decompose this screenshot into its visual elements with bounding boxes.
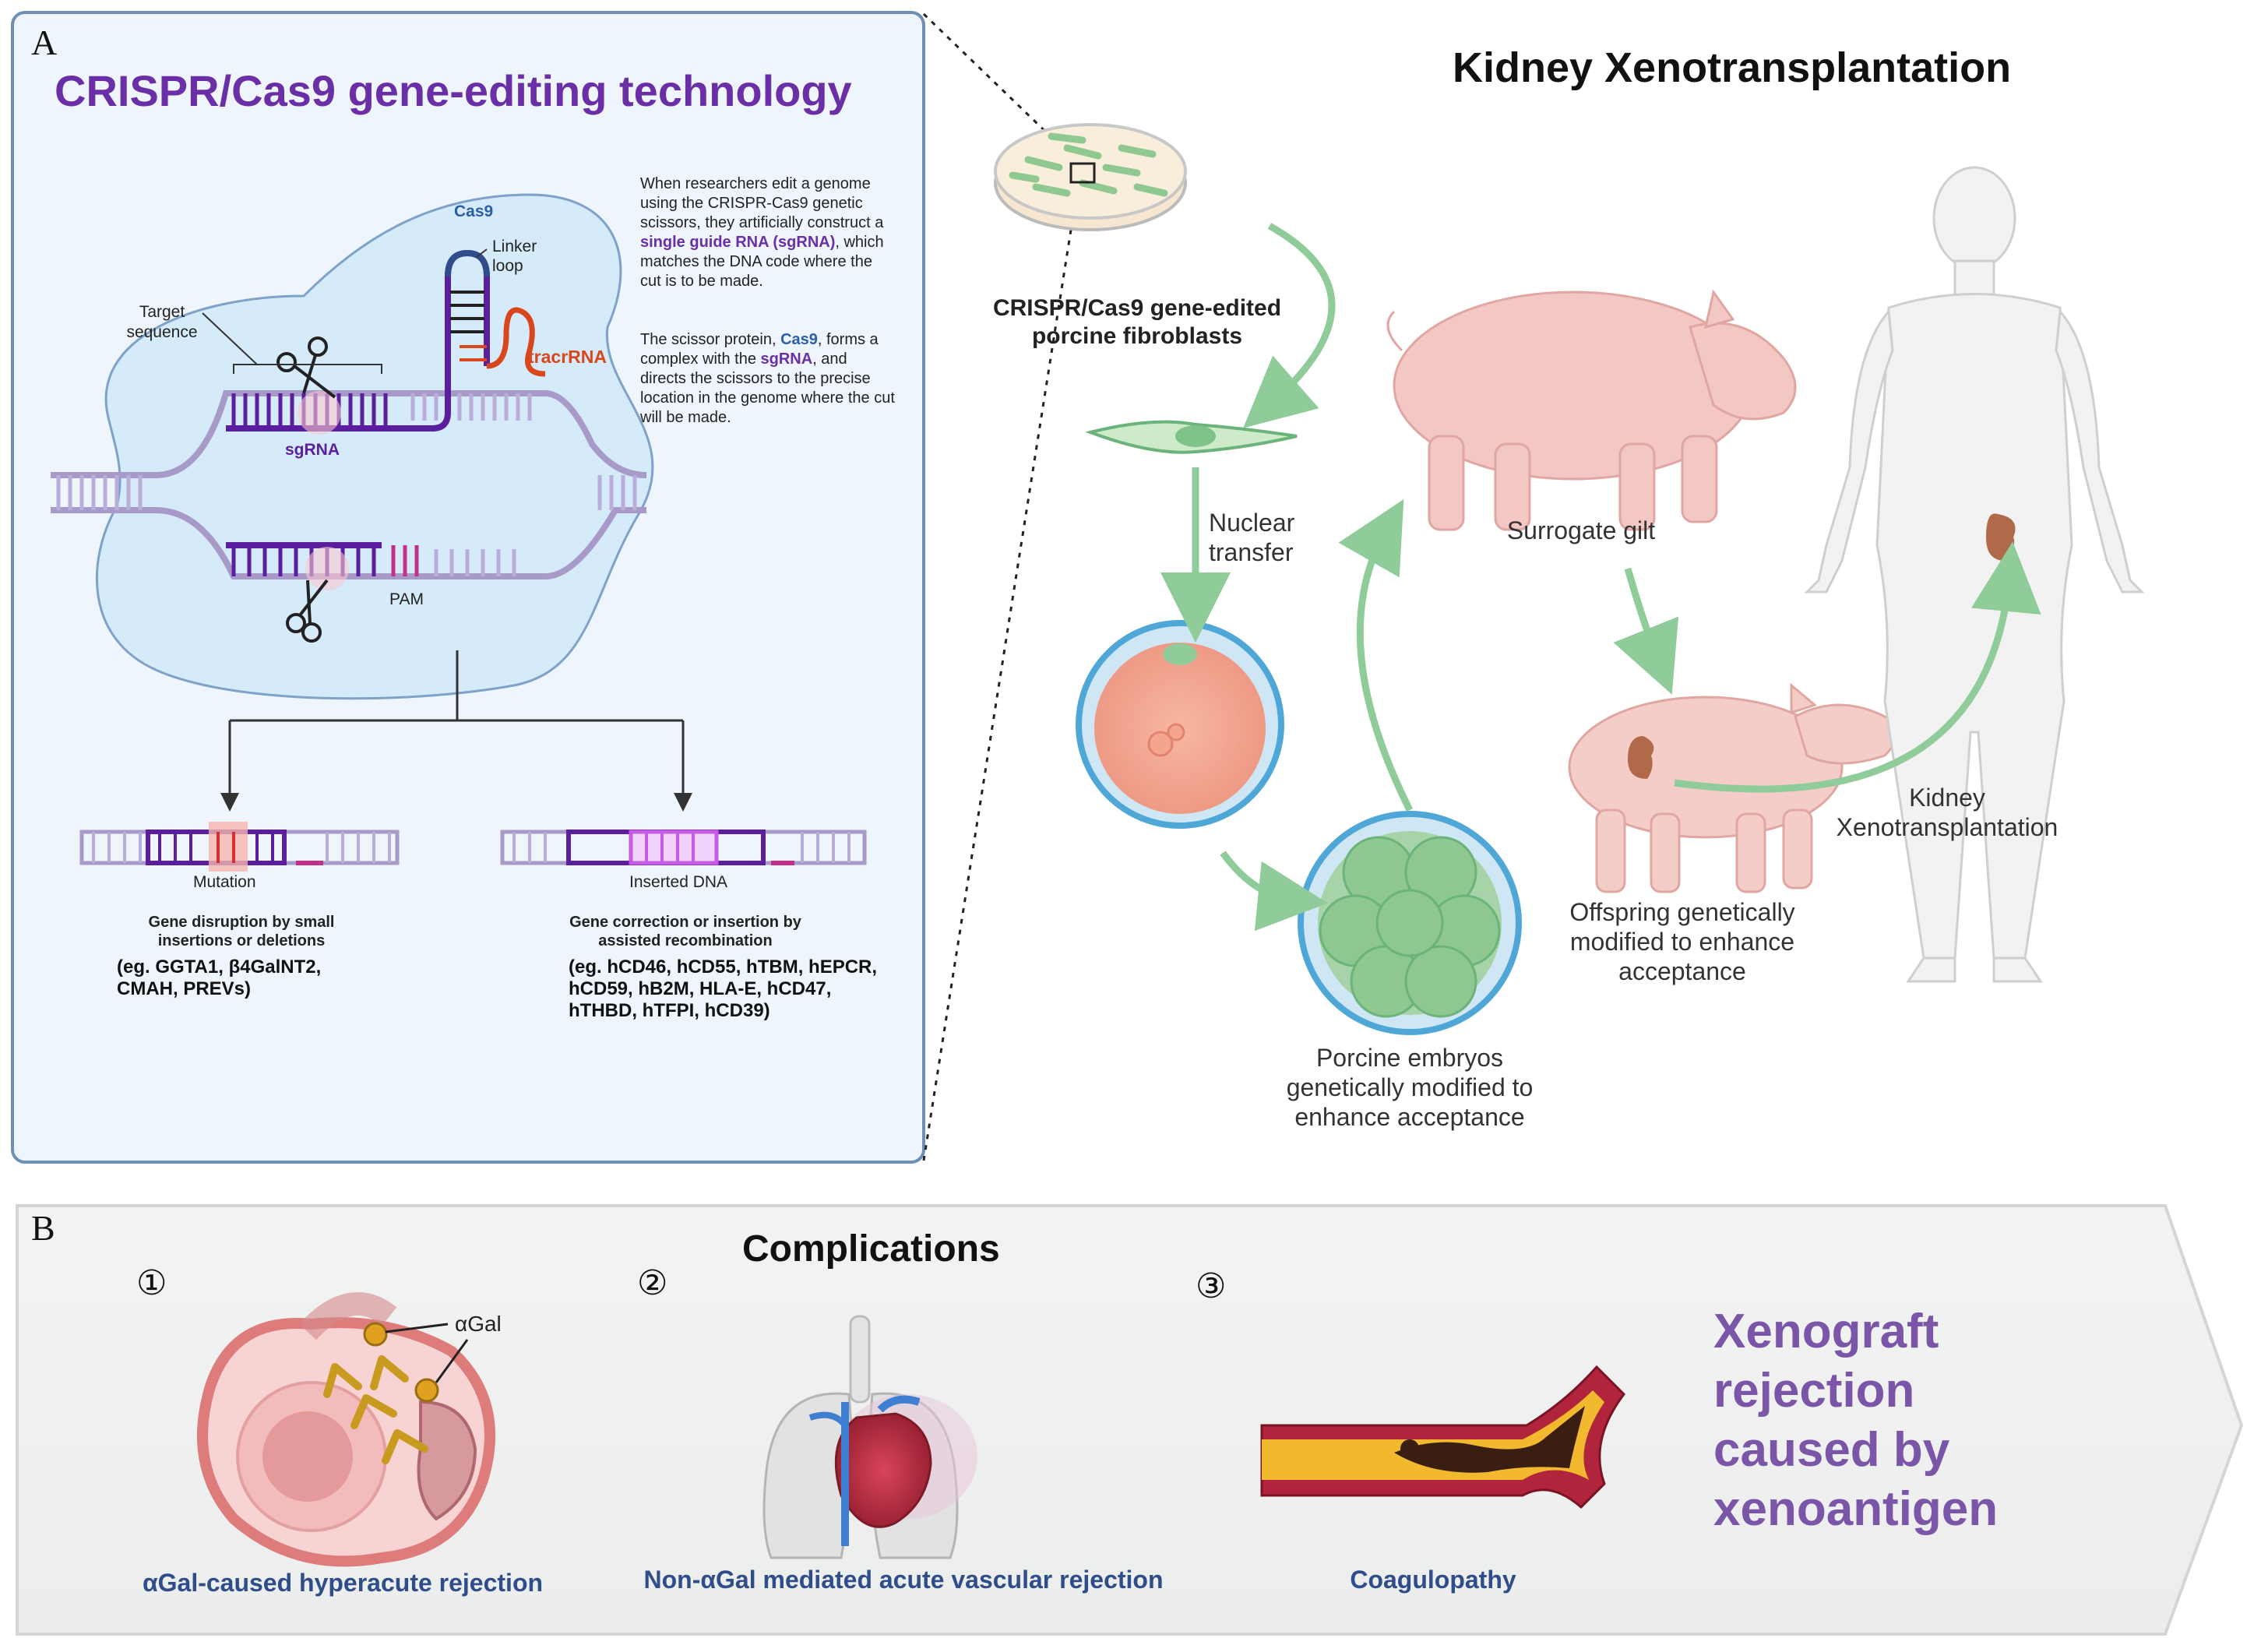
conclusion-line-3: caused by xyxy=(1713,1423,1950,1477)
gene-correction-title: Gene correction or insertion by assisted… xyxy=(569,914,801,949)
agal-label: αGal xyxy=(455,1312,502,1336)
crispr-title: CRISPR/Cas9 gene-editing technology xyxy=(55,66,852,115)
piglet-kidney-icon xyxy=(1628,736,1654,779)
complication-number-2: ② xyxy=(637,1263,668,1303)
complication-label-3: Coagulopathy xyxy=(1350,1566,1516,1594)
kidney-xeno-title: Kidney Xenotransplantation xyxy=(1453,44,2012,91)
conclusion-text: Xenograft rejection caused by xenoantige… xyxy=(1713,1302,1998,1539)
target-bracket xyxy=(202,312,382,374)
surrogate-pig xyxy=(1386,289,1797,531)
sgrna-term: single guide RNA (sgRNA) xyxy=(640,234,836,251)
panel-b-letter: B xyxy=(31,1208,55,1248)
oocyte-cell xyxy=(1076,620,1284,829)
hyperacute-rejection-illustration xyxy=(197,1292,495,1567)
offspring-label: Offspring genetically modified to enhanc… xyxy=(1569,898,1795,985)
human-body xyxy=(1804,166,2145,983)
sgrna-term-2: sgRNA xyxy=(760,350,813,368)
linker-pointer xyxy=(476,248,488,258)
complication-label-1: αGal-caused hyperacute rejection xyxy=(142,1569,544,1597)
conclusion-line-4: xenoantigen xyxy=(1713,1482,1999,1536)
petri-dish xyxy=(994,123,1187,231)
gene-disruption-title: Gene disruption by small insertions or d… xyxy=(148,914,335,949)
conclusion-line-2: rejection xyxy=(1713,1364,1915,1418)
mutation-label: Mutation xyxy=(193,873,256,891)
kidney-transplant-label: Kidney Xenotransplantation xyxy=(1836,784,2058,841)
linker-loop-label: Linker loop xyxy=(492,238,537,275)
complication-number-1: ① xyxy=(136,1263,167,1303)
nuclear-transfer-label: Nuclear transfer xyxy=(1209,509,1295,566)
gene-disruption-examples: (eg. GGTA1, β4GalNT2, CMAH, PREVs) xyxy=(117,956,322,999)
complications-title: Complications xyxy=(742,1228,1000,1270)
fibroblasts-label: CRISPR/Cas9 gene-edited porcine fibrobla… xyxy=(992,295,1282,349)
scissors-icon-top xyxy=(276,336,336,399)
fibroblast-cell xyxy=(1085,420,1298,454)
surrogate-gilt-label: Surrogate gilt xyxy=(1506,516,1656,544)
cas9-term: Cas9 xyxy=(780,331,818,348)
branch-connector xyxy=(220,650,692,812)
sgrna-hairpin xyxy=(397,249,546,432)
offspring-piglet xyxy=(1568,682,1898,893)
conclusion-line-1: Xenograft xyxy=(1713,1305,1939,1358)
crispr-explanation-2: The scissor protein, Cas9, forms a compl… xyxy=(640,331,895,426)
pam-label: PAM xyxy=(389,590,424,608)
complication-number-3: ③ xyxy=(1196,1266,1227,1306)
tracrrna-label: tracrRNA xyxy=(528,347,607,367)
lungs-heart-illustration xyxy=(762,1315,977,1559)
sgrna-label: sgRNA xyxy=(285,441,340,459)
cas9-label: Cas9 xyxy=(454,203,494,220)
panel-a-letter: A xyxy=(31,23,58,62)
complications-panel xyxy=(16,1204,2244,1636)
coagulopathy-illustration xyxy=(1260,1365,1625,1509)
zoom-lines xyxy=(922,12,1080,1161)
mutation-dna xyxy=(79,822,400,872)
complication-label-2: Non-αGal mediated acute vascular rejecti… xyxy=(643,1566,1164,1594)
gene-correction-examples: (eg. hCD46, hCD55, hTBM, hEPCR, hCD59, h… xyxy=(569,956,878,1021)
process-arrows xyxy=(1160,223,2041,932)
crispr-explanation-1: When researchers edit a genome using the… xyxy=(640,175,884,290)
embryos-label: Porcine embryos genetically modified to … xyxy=(1286,1044,1534,1131)
target-sequence-label: Target sequence xyxy=(126,303,198,341)
embryo-cell xyxy=(1298,811,1522,1035)
inserted-dna-label: Inserted DNA xyxy=(629,873,728,891)
inserted-dna xyxy=(500,830,867,865)
scissors-icon-bottom xyxy=(286,579,329,643)
